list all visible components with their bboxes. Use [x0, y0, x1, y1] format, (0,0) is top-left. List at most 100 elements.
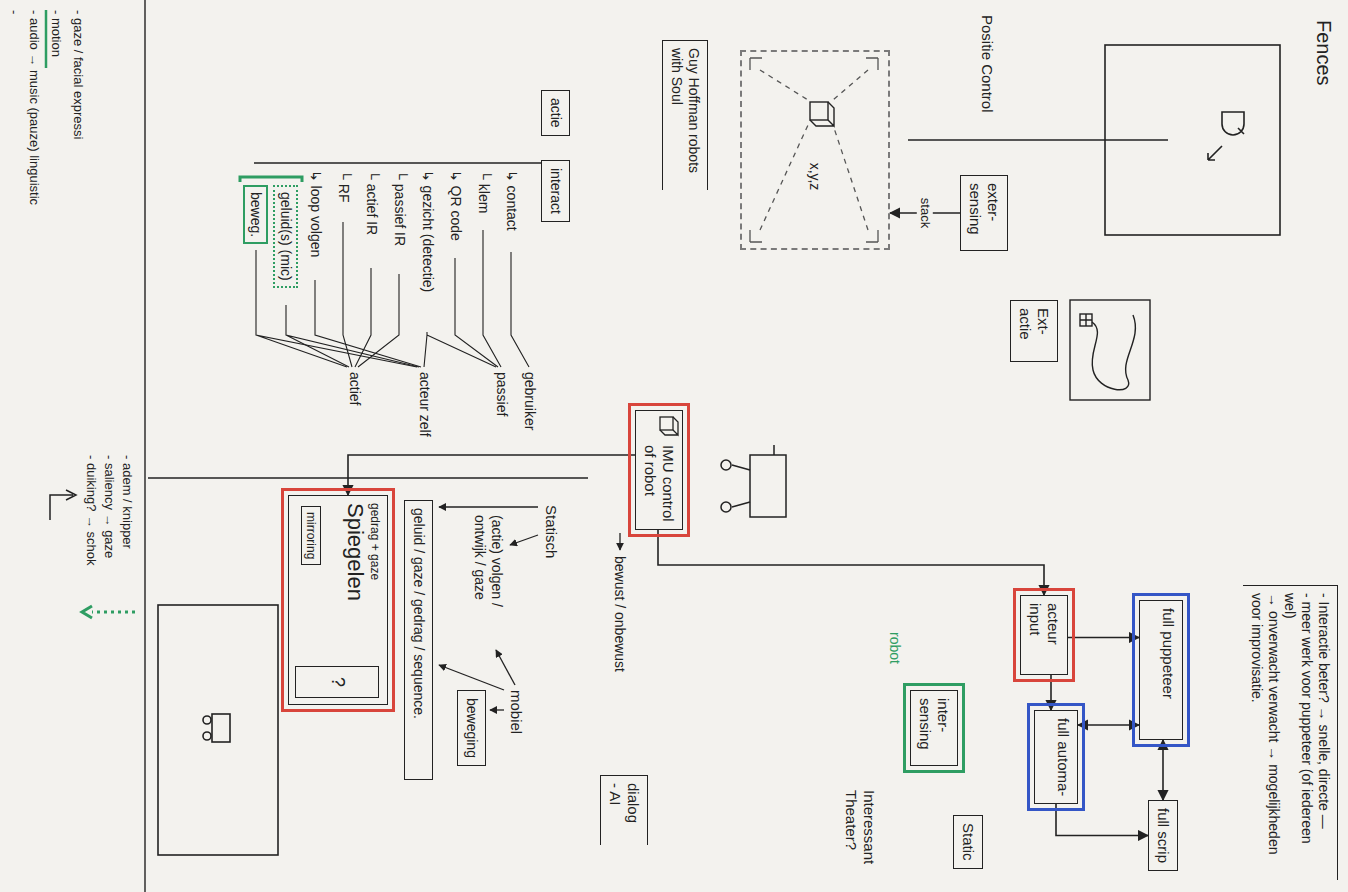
node-text: - meer werk voor puppeteer (of iedereen … [1282, 593, 1316, 873]
connector [1078, 724, 1139, 726]
divider-line [148, 477, 588, 478]
track-sketch [1070, 300, 1150, 400]
node-text: → onverwacht verwacht → mogelijkheden vo… [1248, 593, 1282, 873]
annotation: mobiel [507, 690, 525, 734]
process-box: Ext- actie [1010, 300, 1058, 362]
stage-frame [212, 714, 230, 742]
list-item: - gaze / facial expressi [70, 10, 86, 139]
cube-icon [810, 102, 834, 126]
leader-line [483, 230, 501, 367]
green-dotted-mark [82, 606, 92, 618]
category-label: passief [493, 372, 510, 416]
annotation: robot [886, 632, 903, 664]
green-bracket [240, 177, 302, 182]
connector [1050, 675, 1052, 710]
node-text: - Interactie beter? → snelle, directe — [1315, 593, 1332, 873]
category-label: actief [346, 372, 363, 405]
list-item: - [6, 10, 22, 14]
process-box: acteur input [1020, 595, 1068, 675]
robot-cart [750, 455, 786, 517]
camera-area: x,y,z [740, 50, 890, 250]
robot-cart [732, 445, 774, 507]
green-underline [45, 10, 48, 68]
note-box: - Interactie beter? → snelle, directe —-… [1243, 585, 1338, 880]
heading-label: Fences [1312, 20, 1336, 86]
node-text: x,y,z [807, 163, 824, 191]
leader-line [424, 332, 496, 367]
imu-cube [660, 417, 678, 435]
list-item: - saliency → gaze [101, 455, 117, 558]
node-text: mirroring [304, 512, 318, 559]
list-spine [254, 162, 542, 163]
green-dotted-mark [92, 611, 135, 614]
process-box: beweging [457, 690, 486, 766]
heading-label: Positie Control [978, 15, 996, 113]
node-text: dialog [624, 783, 642, 838]
camera-field [750, 58, 878, 242]
note-box: dialog- AI [600, 775, 648, 845]
track-sketch [1080, 314, 1092, 326]
header-box: actie [541, 90, 570, 136]
list-item: - adem / knipper [119, 455, 135, 549]
process-box: full scrip [1148, 800, 1178, 871]
green-dotted-mark [82, 606, 135, 618]
node-text: IMU control of robot [641, 445, 677, 522]
list-item: └ RF [335, 170, 352, 202]
node-text: beweg. [247, 192, 264, 237]
process-box: full automa- [1034, 710, 1078, 804]
cube-icon [810, 102, 834, 126]
list-spine [254, 162, 542, 163]
list-item: - duiking? → schok [83, 455, 99, 566]
robot-cart [721, 445, 786, 517]
green-bracket [240, 177, 302, 182]
category-label: gebruiker [521, 372, 538, 430]
sub-box: ? [295, 666, 379, 698]
leader-line [286, 305, 419, 367]
list-item: - motion [48, 10, 64, 57]
edge-label: stack [917, 196, 933, 230]
node-text: acteur input [1026, 603, 1062, 667]
separator-line [908, 139, 1168, 140]
process-box: full puppeteer [1139, 600, 1183, 740]
process-box: geluid / gaze / gedrag / sequence. [404, 500, 433, 780]
leader-line [315, 280, 421, 367]
leader-arrow [439, 665, 504, 690]
list-item: ↳ contact [503, 170, 520, 231]
annotation: (actie) volgen / ontwijk / gaze [471, 515, 505, 645]
node-text: full puppeteer [1159, 608, 1177, 732]
list-item: └ actief IR [363, 170, 380, 235]
process-box: inter- sensing [910, 690, 958, 766]
node-text: full scrip [1154, 808, 1172, 863]
process-box: IMU control of robot [635, 410, 683, 530]
node-text: Static [959, 823, 977, 861]
track-sketch [1080, 314, 1092, 326]
node-text: full automa- [1054, 718, 1072, 796]
camera-field [750, 58, 878, 242]
list-item: ↳ gezicht (detectie) [419, 170, 436, 292]
stage-frame [158, 605, 278, 855]
separator-line [908, 139, 1168, 140]
imu-cube [660, 417, 673, 430]
camera-field [760, 70, 868, 230]
track-sketch [1070, 300, 1150, 400]
header-box: interact [541, 160, 570, 222]
cube-icon [810, 102, 828, 120]
node-text: gedrag + gaze [368, 503, 382, 697]
leader-line [358, 274, 399, 367]
annotation: Interessant Theater? [842, 790, 878, 880]
list-item: - audio → music (pauze) linguistic [26, 10, 42, 205]
divider-line [145, 0, 588, 892]
divider-line [144, 0, 145, 892]
node-text: interact [547, 168, 564, 214]
green-underline [45, 10, 48, 68]
robot-cart [721, 502, 731, 512]
track-sketch [1092, 315, 1135, 390]
node-text: geluid / gaze / gedrag / sequence. [410, 508, 427, 772]
imu-cube [660, 417, 678, 435]
node-text: exter- sensing [966, 183, 1002, 243]
node-text: Ext- actie [1016, 308, 1052, 354]
process-box: Static [953, 815, 983, 869]
reference-box: Guy Hoffman robots with Soul [662, 40, 708, 190]
stage-frame [158, 605, 278, 855]
